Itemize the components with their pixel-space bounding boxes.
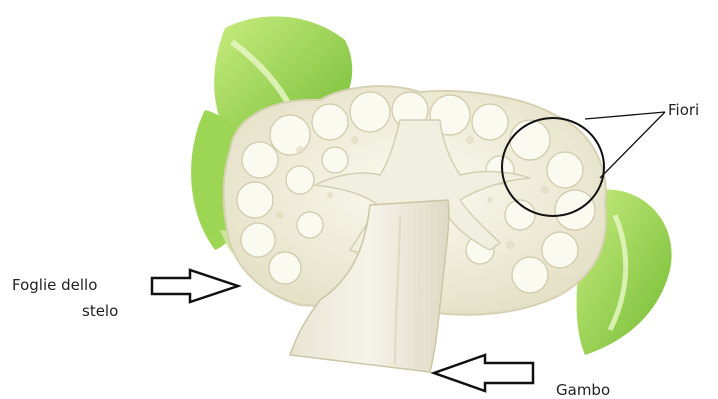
stem-leaves-arrow [152,270,238,302]
stalk-label: Gambo [556,381,610,399]
stem-leaves-label-line2: stelo [82,302,118,320]
stalk-arrow [434,355,533,391]
stem-leaves-label-line1: Foglie dello [12,276,97,294]
flowers-label: Fiori [668,101,699,119]
